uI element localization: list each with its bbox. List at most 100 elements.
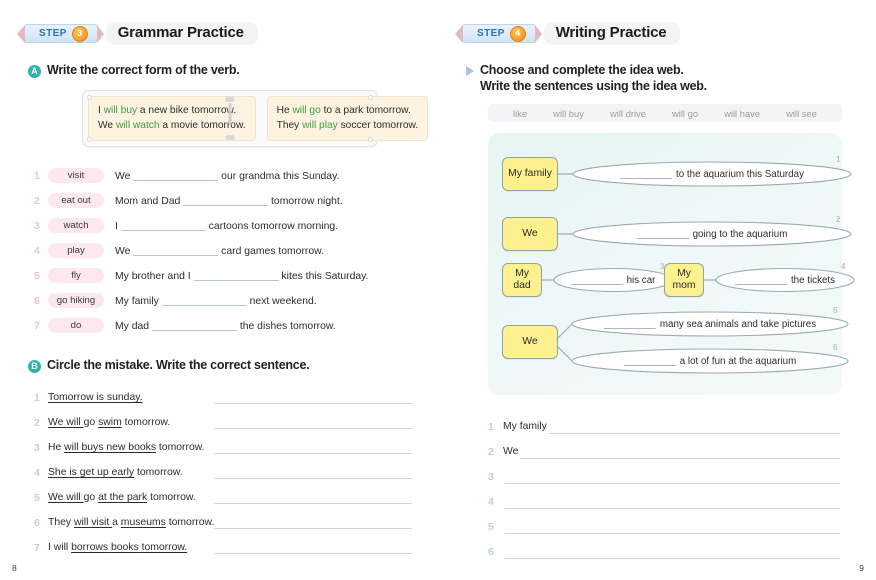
mistake-sentence[interactable]: I will borrows books tomorrow. [48, 542, 188, 553]
item-number: 2 [34, 416, 40, 429]
idea-web-bubble[interactable]: going to the aquarium [488, 228, 876, 240]
sentence-with-blank[interactable]: My family next weekend. [115, 294, 317, 307]
mistake-sentence[interactable]: They will visit a museums tomorrow. [48, 517, 215, 528]
item-number: 1 [34, 391, 40, 404]
bubble-blank[interactable] [603, 318, 656, 329]
word-bank-item[interactable]: will go [672, 107, 699, 119]
bubble-blank[interactable] [636, 228, 689, 239]
writing-line-row: 5 [488, 509, 840, 534]
sentence-with-blank[interactable]: My dad the dishes tomorrow. [115, 319, 336, 332]
section-b-heading: B Circle the mistake. Write the correct … [28, 358, 412, 373]
answer-blank[interactable] [120, 219, 206, 231]
answer-line[interactable] [214, 417, 412, 429]
example-sentence: I will buy a new bike tomorrow. [98, 105, 237, 116]
sentence-with-blank[interactable]: I cartoons tomorrow morning. [115, 219, 339, 232]
sentence-with-blank[interactable]: We card games tomorrow. [115, 244, 324, 257]
idea-web-bubble[interactable]: many sea animals and take pictures [488, 318, 876, 330]
item-number: 2 [488, 446, 494, 458]
word-bank-item[interactable]: will buy [553, 107, 584, 119]
verb-chip: play [48, 243, 104, 258]
verb-chip: watch [48, 218, 104, 233]
answer-line[interactable] [505, 520, 840, 534]
idea-web-node[interactable]: We [502, 217, 558, 251]
bubble-blank[interactable] [620, 168, 672, 179]
idea-web-node[interactable]: We [502, 325, 558, 359]
item-number: 3 [34, 441, 40, 454]
idea-web-bubble[interactable]: to the aquarium this Saturday [488, 168, 876, 180]
answer-blank[interactable] [183, 194, 269, 206]
verb-chip: eat out [48, 193, 104, 208]
example-pane-right: He will go to a park tomorrow.They will … [266, 96, 429, 141]
answer-line[interactable] [548, 420, 840, 434]
binder-clip-icon [225, 97, 235, 102]
answer-line[interactable] [214, 517, 412, 529]
bubble-blank[interactable] [623, 355, 676, 366]
page-number-left: 8 [12, 563, 17, 573]
binder-spine-icon [228, 103, 232, 125]
word-bank-item[interactable]: like [513, 107, 528, 119]
answer-blank[interactable] [193, 269, 279, 281]
item-number: 5 [34, 491, 40, 504]
corner-dot-icon [87, 95, 92, 100]
item-number: 1 [34, 169, 40, 182]
answer-line[interactable] [520, 445, 840, 459]
answer-line[interactable] [505, 545, 840, 559]
step-badge-3: STEP 3 [24, 24, 98, 43]
idea-web-bubble[interactable]: a lot of fun at the aquarium [488, 355, 876, 367]
section-b-instruction: Circle the mistake. Write the correct se… [47, 358, 310, 372]
answer-blank[interactable] [133, 169, 219, 181]
sentence-with-blank[interactable]: Mom and Dad tomorrow night. [115, 194, 343, 207]
idea-web-bubble[interactable]: the tickets [488, 274, 876, 286]
binder-clip-icon [225, 135, 235, 140]
item-number: 4 [34, 244, 40, 257]
bubble-number: 3 [660, 262, 665, 271]
bubble-number: 4 [841, 262, 846, 271]
answer-line[interactable] [214, 542, 412, 554]
bubble-number: 6 [833, 343, 838, 352]
mistake-sentence[interactable]: She is get up early tomorrow. [48, 467, 183, 478]
word-bank-item[interactable]: will drive [609, 107, 646, 119]
mistake-sentence[interactable]: We will go swim tomorrow. [48, 417, 171, 428]
sentence-with-blank[interactable]: My brother and I kites this Saturday. [115, 269, 369, 282]
corner-dot-icon [368, 137, 373, 142]
word-bank: like will buy will drive will go will have wi… [488, 104, 842, 122]
answer-line[interactable] [214, 492, 412, 504]
answer-line[interactable] [214, 392, 412, 404]
exercise-a-row: 3 watch I cartoons tomorrow morning. [34, 213, 412, 238]
sentence-with-blank[interactable]: We our grandma this Sunday. [115, 169, 340, 182]
writing-instruction: Choose and complete the idea web. Write … [466, 63, 850, 94]
line-prefill-text: My family [503, 421, 547, 432]
word-bank-item[interactable]: will have [724, 107, 761, 119]
writing-line-row: 6 [488, 534, 840, 559]
corner-dot-icon [87, 137, 92, 142]
page-title: Writing Practice [555, 24, 667, 41]
idea-web-node[interactable]: My family [502, 157, 558, 191]
bubble-blank[interactable] [734, 274, 787, 285]
word-bank-item[interactable]: will see [786, 107, 817, 119]
bubble-blank[interactable] [570, 274, 623, 285]
answer-blank[interactable] [133, 244, 219, 256]
answer-line[interactable] [214, 467, 412, 479]
mistake-sentence[interactable]: He will buys new books tomorrow. [48, 442, 205, 453]
answer-line[interactable] [505, 495, 840, 509]
verb-chip: visit [48, 168, 104, 183]
exercise-b-row: 3 He will buys new books tomorrow. [34, 435, 412, 460]
idea-web-bubble[interactable]: his car [488, 274, 738, 286]
mistake-sentence[interactable]: Tomorrow is sunday. [48, 392, 143, 403]
item-number: 5 [488, 521, 494, 533]
item-number: 3 [34, 219, 40, 232]
answer-line[interactable] [214, 442, 412, 454]
answer-blank[interactable] [151, 319, 237, 331]
example-sentence: They will play soccer tomorrow. [276, 120, 419, 131]
mistake-sentence[interactable]: We will go at the park tomorrow. [48, 492, 196, 503]
answer-blank[interactable] [161, 294, 247, 306]
section-marker-a: A [28, 65, 41, 78]
answer-line[interactable] [505, 470, 840, 484]
